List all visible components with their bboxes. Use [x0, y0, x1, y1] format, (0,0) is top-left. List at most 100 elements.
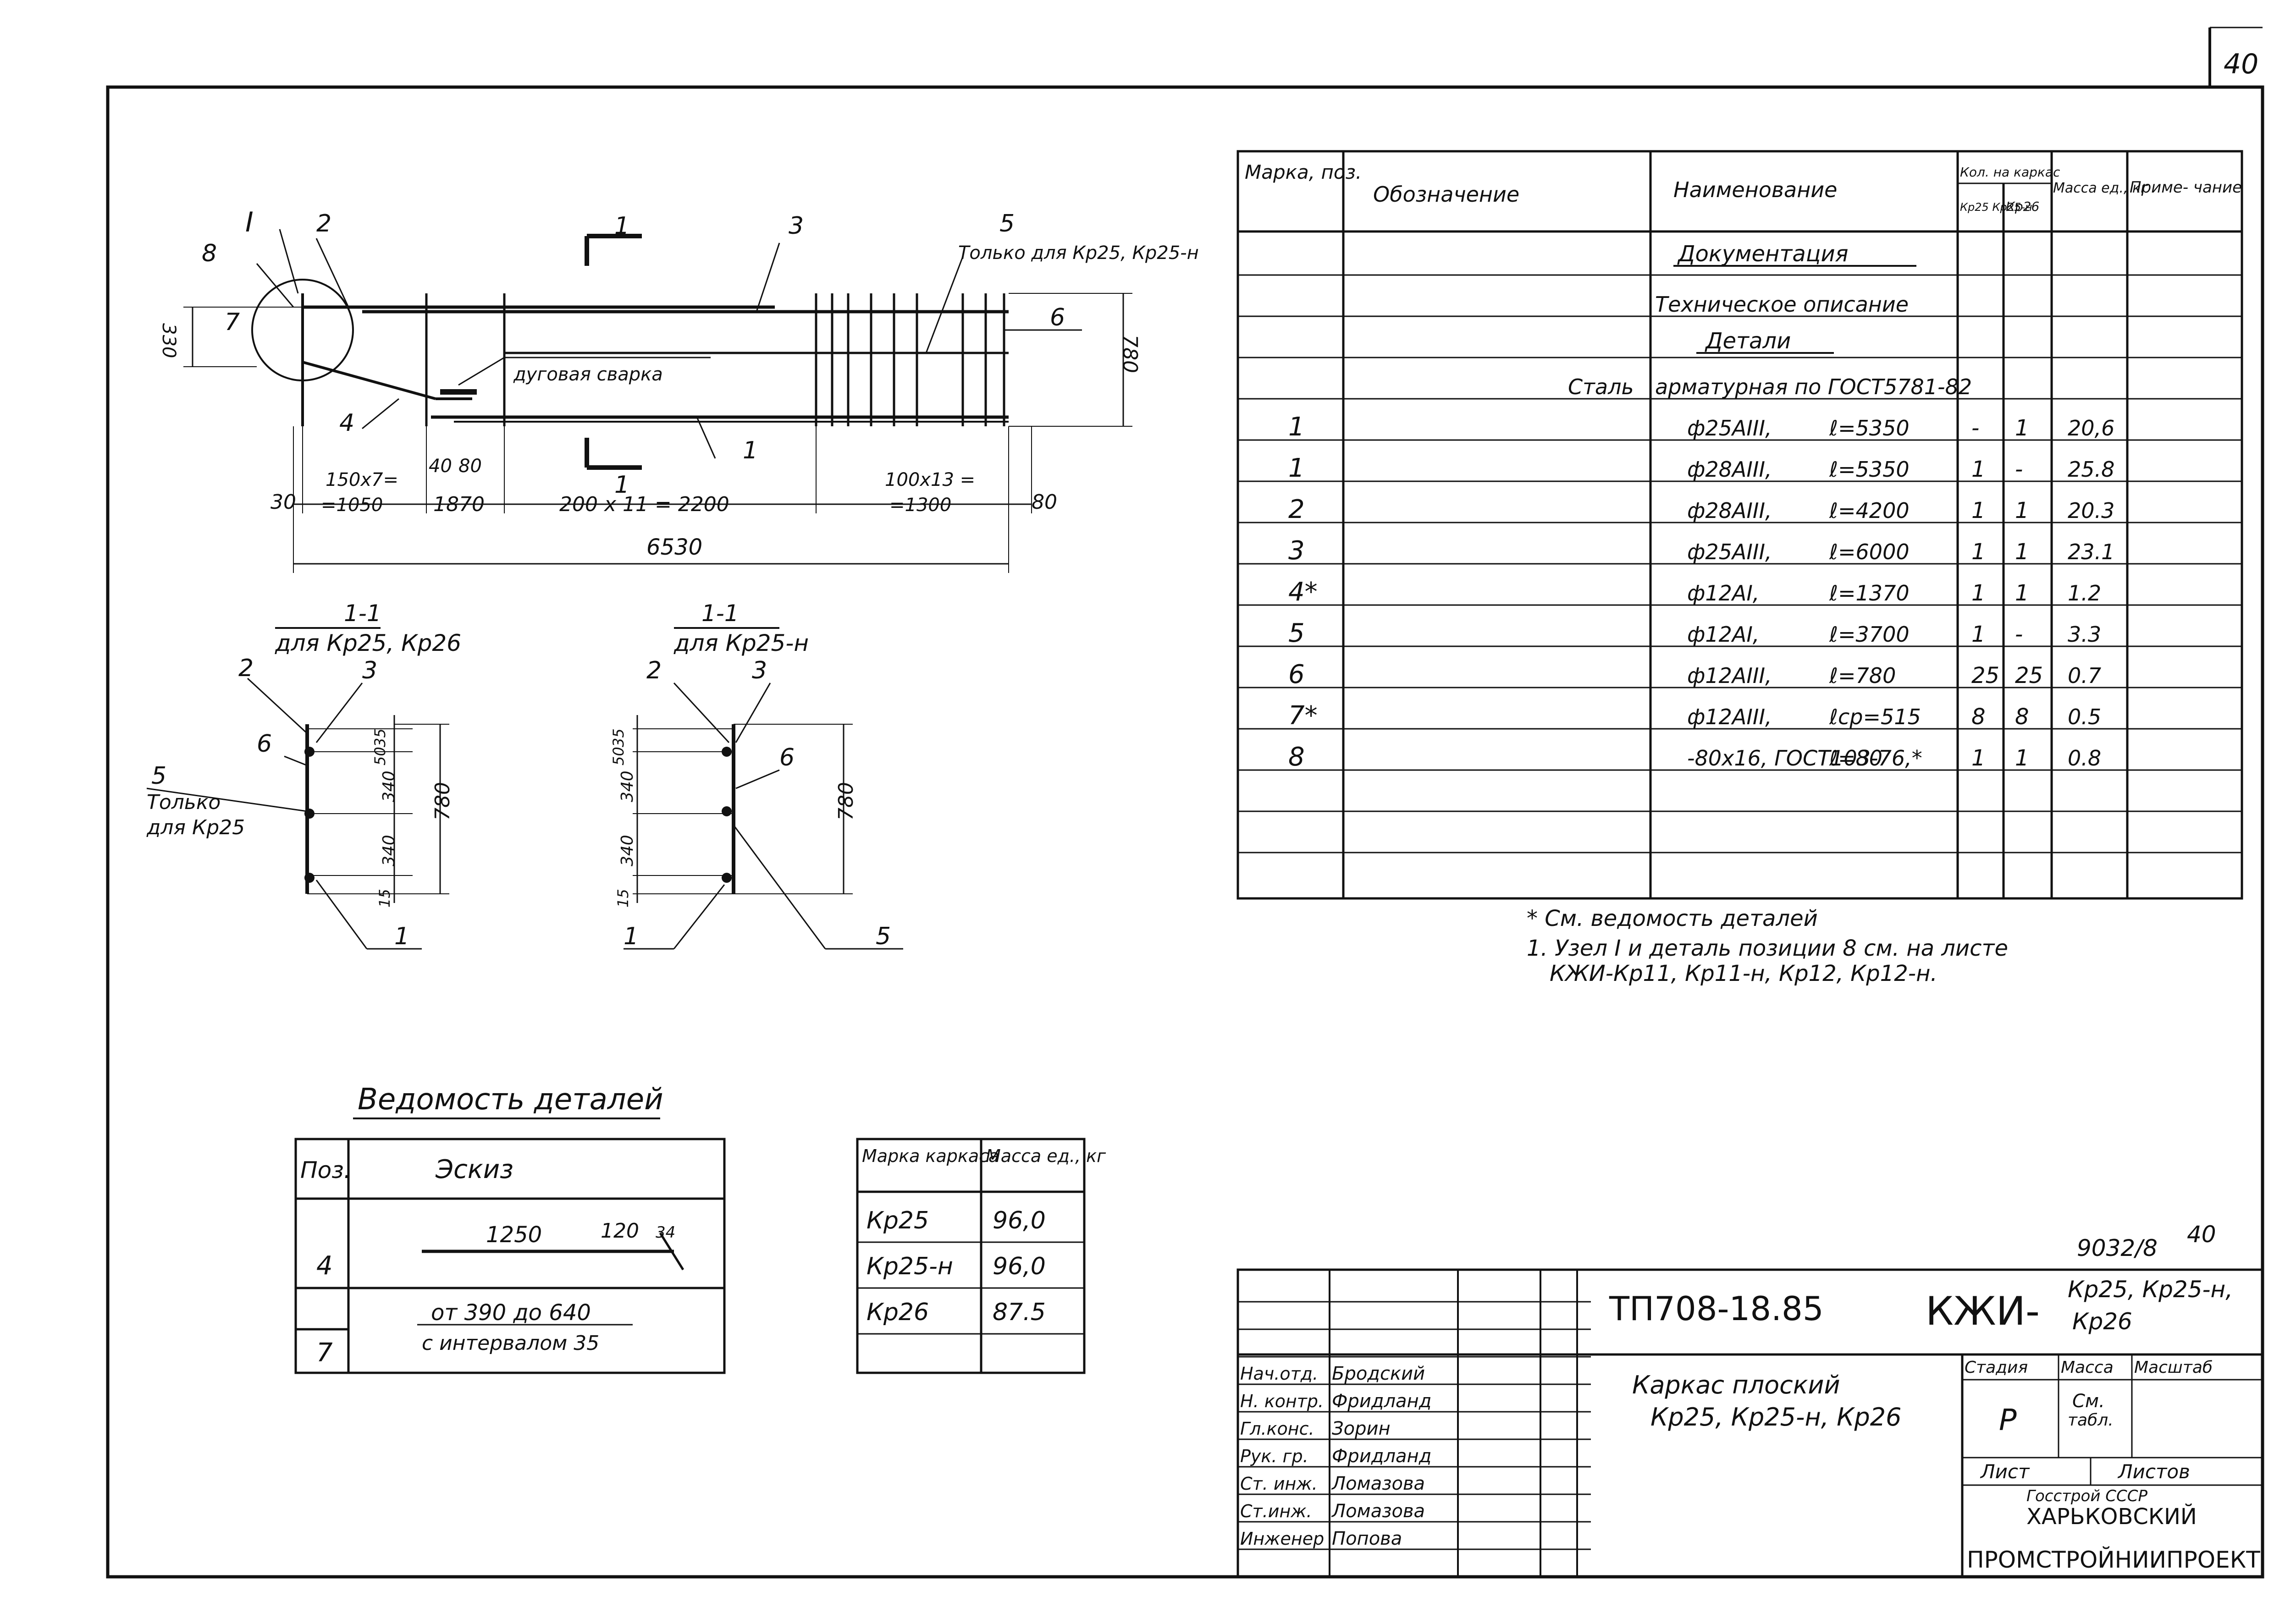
- elev-pos8: 8: [202, 240, 217, 267]
- tb-person-name: Зорин: [1332, 1418, 1391, 1439]
- spec-row-len: ℓ=3700: [1829, 622, 1910, 647]
- sec-b-d35: 35: [610, 728, 627, 747]
- tb-org-c: ПРОМСТРОЙНИИПРОЕКТ: [1967, 1546, 2260, 1573]
- sec-a-d15: 15: [376, 889, 393, 908]
- spec-row-qty-a: 1: [1971, 745, 1986, 771]
- title-block: [1236, 1268, 2264, 1578]
- sec-a-p1: 1: [394, 923, 409, 950]
- section-parts: Детали: [1705, 328, 1791, 354]
- spec-row-bar: ф28АIII,: [1687, 498, 1772, 523]
- tb-obj-b: Кр25, Кр25-н, Кр26: [1650, 1403, 1901, 1431]
- tb-obj-a: Каркас плоский: [1632, 1371, 1840, 1399]
- sec-a-d50: 50: [371, 747, 389, 765]
- spec-row-pos: 3: [1288, 536, 1305, 566]
- spec-row-len: ℓ=5350: [1829, 416, 1910, 440]
- details-col-sketch: Эскиз: [435, 1155, 513, 1184]
- sec-a-only-b: для Кр25: [146, 816, 245, 839]
- dim-1300b: =1300: [889, 495, 951, 516]
- spec-row-len: ℓ=5350: [1829, 457, 1910, 482]
- sec-b-p3: 3: [752, 657, 767, 684]
- spec-row-pos: 5: [1288, 618, 1305, 648]
- tb-sheet-h: Лист: [1980, 1460, 2030, 1483]
- tb-person-role: Ст.инж.: [1240, 1501, 1312, 1521]
- frame-elevation: [183, 229, 1132, 573]
- spec-row-mass: 3.3: [2068, 622, 2101, 647]
- tb-mass-va: См.: [2072, 1391, 2105, 1412]
- details-d3: 34: [656, 1223, 675, 1242]
- section-mark-top: 1: [614, 212, 629, 240]
- sec-b-d50: 50: [610, 747, 627, 765]
- sec-b-d340a: 340: [618, 771, 637, 802]
- tb-person-name: Попова: [1332, 1528, 1402, 1549]
- mass-row-mark: Кр25: [867, 1207, 929, 1234]
- mass-row-mass: 87.5: [993, 1299, 1046, 1326]
- mass-row-mark: Кр25-н: [867, 1253, 953, 1280]
- mass-row-mark: Кр26: [867, 1299, 929, 1326]
- sec-a-d35: 35: [371, 728, 389, 747]
- spec-row-mass: 23.1: [2068, 539, 2114, 564]
- tb-scale-h: Масштаб: [2134, 1358, 2213, 1377]
- sec-a-p5: 5: [151, 762, 166, 790]
- details-row7-b: с интервалом 35: [422, 1332, 599, 1355]
- spec-row-qty-b: -: [2015, 457, 2023, 482]
- elev-arc-weld: дуговая сварка: [513, 364, 663, 385]
- doc-item: Техническое описание: [1655, 292, 1909, 317]
- details-row4-pos: 4: [316, 1251, 333, 1281]
- elev-pos5: 5: [999, 210, 1015, 237]
- sec-a-p3: 3: [362, 657, 377, 684]
- elev-pos3: 3: [789, 212, 804, 240]
- details-col-pos: Поз.: [300, 1157, 351, 1184]
- dim-30: 30: [270, 490, 296, 514]
- spec-row-mass: 20,6: [2068, 416, 2114, 440]
- spec-row-qty-a: 1: [1971, 457, 1986, 482]
- details-table: [294, 1118, 726, 1374]
- spec-row-qty-a: -: [1971, 415, 1979, 441]
- spec-row-qty-b: 8: [2015, 704, 2029, 730]
- spec-row-len: ℓ=780: [1829, 663, 1896, 688]
- sec-b-d340b: 340: [618, 835, 637, 866]
- sec-b-p5: 5: [876, 923, 891, 950]
- tb-doc-code: 9032/8: [2077, 1235, 2158, 1261]
- elev-pos1: 1: [743, 437, 758, 464]
- dim-2200: 200 x 11 = 2200: [559, 493, 729, 516]
- sec-b-subtitle: для Кр25-н: [673, 630, 809, 656]
- sec-b-p2: 2: [646, 657, 662, 684]
- elev-pos4: 4: [339, 409, 354, 437]
- dim-40: 40: [429, 456, 452, 477]
- tb-code-a: Кр25, Кр25-н,: [2068, 1276, 2233, 1303]
- tb-person-name: Фридланд: [1332, 1391, 1431, 1412]
- spec-row-qty-b: 1: [2015, 539, 2029, 565]
- tb-stage-v: Р: [1999, 1404, 2017, 1437]
- spec-row-len: ℓср=515: [1829, 705, 1921, 729]
- spec-row-bar: ф12АI,: [1687, 622, 1760, 647]
- spec-row-bar: ф12АIII,: [1687, 663, 1772, 688]
- spec-row-qty-a: 1: [1971, 498, 1986, 523]
- mass-table: [856, 1138, 1086, 1374]
- tb-org-a: Госстрой СССР: [2026, 1487, 2147, 1505]
- details-d1: 1250: [486, 1222, 542, 1248]
- spec-row-qty-b: 1: [2015, 498, 2029, 523]
- sec-a-only-a: Только: [147, 791, 221, 814]
- elev-pos7: 7: [225, 308, 240, 336]
- tb-person-role: Нач.отд.: [1240, 1364, 1318, 1384]
- dim-1300a: 100x13 =: [885, 469, 975, 490]
- details-title: Ведомость деталей: [358, 1083, 663, 1117]
- tb-code-main: КЖИ-: [1926, 1288, 2040, 1334]
- hdr-designation: Обозначение: [1373, 182, 1519, 207]
- details-d2: 120: [601, 1219, 639, 1243]
- spec-row-qty-a: 8: [1971, 704, 1986, 730]
- sec-a-subtitle: для Кр25, Кр26: [275, 630, 461, 656]
- spec-row-qty-a: 25: [1971, 663, 1999, 688]
- node-label: I: [245, 206, 254, 238]
- dim-6530: 6530: [646, 534, 702, 560]
- spec-row-qty-a: 1: [1971, 580, 1986, 606]
- spec-row-len: ℓ=1370: [1829, 581, 1910, 606]
- dim-1050b: =1050: [321, 495, 383, 516]
- sec-a-d340a: 340: [380, 771, 398, 802]
- sec-a-d340b: 340: [380, 835, 398, 866]
- spec-row-bar: ф25АIII,: [1687, 539, 1772, 564]
- mass-row-mass: 96,0: [993, 1253, 1046, 1280]
- dim-80b: 80: [1032, 490, 1057, 514]
- hdr-mark: Марка, поз.: [1245, 161, 1362, 183]
